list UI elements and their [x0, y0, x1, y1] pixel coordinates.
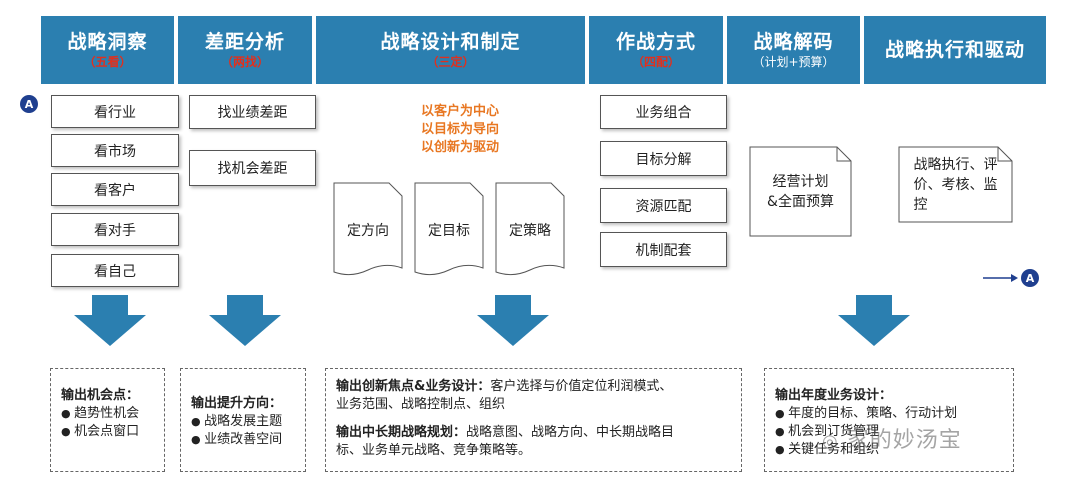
header-title: 战略执行和驱动 — [884, 39, 1025, 61]
doc-execution-evaluation: 战略执行、评价、考核、监控 — [898, 146, 1013, 238]
list-item: 战略发展主题 — [191, 413, 295, 431]
down-arrow-icon — [838, 295, 910, 346]
item-business-portfolio: 业务组合 — [600, 95, 727, 129]
marker-a-end: A — [1021, 269, 1039, 287]
doc-line: 战略执行、评 — [913, 157, 998, 173]
document-shape — [898, 146, 1013, 223]
item-look-competitor: 看对手 — [51, 213, 179, 246]
output-annual-business: 输出年度业务设计： 年度的目标、策略、行动计划 机会到订货管理 关键任务和组织 — [764, 368, 1014, 472]
item-opportunity-gap: 找机会差距 — [189, 150, 316, 186]
output-list: 战略发展主题 业绩改善空间 — [191, 413, 295, 449]
output-title: 输出机会点： — [61, 388, 140, 403]
marker-a-start: A — [20, 95, 38, 113]
list-item: 机会点窗口 — [61, 423, 154, 441]
doc-label: 经营计划&全面预算 — [767, 172, 834, 212]
item-performance-gap: 找业绩差距 — [189, 95, 316, 129]
watermark: ◎ 家的妙汤宝 — [822, 422, 962, 454]
header-subtitle: （三定） — [426, 55, 475, 69]
doc-set-strategy: 定策略 — [495, 182, 565, 280]
header-title: 差距分析 — [204, 31, 285, 53]
output-title: 输出年度业务设计： — [775, 388, 893, 403]
output-innovation-focus: 输出创新焦点&业务设计：客户选择与价值定位利润模式、 业务范围、战略控制点、组织… — [325, 368, 742, 472]
list-item: 关键任务和组织 — [775, 441, 1003, 459]
strategy-focus-text: 以客户为中心 以目标为导向 以创新为驱动 — [400, 103, 520, 157]
arrow-right-icon — [983, 274, 1018, 282]
focus-line: 以目标为导向 — [420, 122, 499, 137]
down-arrow-icon — [477, 295, 549, 346]
header-combat-mode: 作战方式 （四配） — [589, 16, 723, 84]
doc-line: &全面预算 — [767, 194, 834, 210]
header-strategy-execution: 战略执行和驱动 — [864, 16, 1046, 84]
output-text: 战略意图、战略方向、中长期战略目 — [466, 425, 675, 440]
list-item: 业绩改善空间 — [191, 431, 295, 449]
list-item: 年度的目标、策略、行动计划 — [775, 405, 1003, 423]
output-list: 趋势性机会 机会点窗口 — [61, 405, 154, 441]
focus-line: 以客户为中心 — [420, 104, 499, 119]
output-line: 输出创新焦点&业务设计：客户选择与价值定位利润模式、 — [336, 378, 731, 396]
watermark-text: 家的妙汤宝 — [846, 428, 962, 453]
doc-label: 定目标 — [428, 223, 470, 239]
doc-label: 定方向 — [347, 223, 389, 239]
output-line: 输出中长期战略规划：战略意图、战略方向、中长期战略目 — [336, 424, 731, 442]
item-look-self: 看自己 — [51, 254, 179, 287]
header-title: 战略洞察 — [67, 31, 148, 53]
output-title: 输出提升方向： — [191, 396, 283, 411]
output-list: 年度的目标、策略、行动计划 机会到订货管理 关键任务和组织 — [775, 405, 1003, 459]
item-look-customer: 看客户 — [51, 173, 179, 206]
document-shape — [495, 182, 565, 276]
item-look-market: 看市场 — [51, 134, 179, 167]
output-line: 业务范围、战略控制点、组织 — [336, 397, 506, 412]
doc-line: 经营计划 — [772, 174, 829, 190]
header-subtitle: （两找） — [220, 55, 269, 69]
wechat-icon: ◎ — [822, 431, 839, 452]
down-arrow-icon — [209, 295, 281, 346]
item-mechanism-support: 机制配套 — [600, 232, 727, 267]
doc-label: 战略执行、评价、考核、监控 — [914, 155, 998, 215]
item-look-industry: 看行业 — [51, 95, 179, 128]
down-arrow-icon — [74, 295, 146, 346]
output-line: 标、业务单元战略、竞争策略等。 — [336, 443, 532, 458]
list-item: 机会到订货管理 — [775, 423, 1003, 441]
doc-set-target: 定目标 — [414, 182, 484, 280]
header-strategy-design: 战略设计和制定 （三定） — [316, 16, 585, 84]
doc-line: 控 — [913, 197, 928, 213]
header-title: 作战方式 — [615, 31, 696, 53]
header-subtitle: （五看） — [83, 55, 132, 69]
document-shape — [749, 146, 852, 237]
header-subtitle: （四配） — [631, 55, 680, 69]
output-title: 输出中长期战略规划： — [336, 425, 467, 440]
item-target-decomposition: 目标分解 — [600, 141, 727, 176]
header-strategy-decoding: 战略解码 （计划+预算） — [727, 16, 860, 84]
output-text: 客户选择与价值定位利润模式、 — [490, 379, 673, 394]
header-strategic-insight: 战略洞察 （五看） — [41, 16, 174, 84]
item-resource-matching: 资源匹配 — [600, 188, 727, 223]
doc-business-plan: 经营计划&全面预算 — [749, 146, 852, 238]
doc-set-direction: 定方向 — [333, 182, 403, 280]
header-title: 战略解码 — [753, 31, 834, 53]
doc-label: 定策略 — [509, 223, 551, 239]
focus-line: 以创新为驱动 — [420, 140, 499, 155]
header-title: 战略设计和制定 — [380, 31, 521, 53]
list-item: 趋势性机会 — [61, 405, 154, 423]
document-shape — [414, 182, 484, 276]
header-gap-analysis: 差距分析 （两找） — [178, 16, 312, 84]
header-subtitle: （计划+预算） — [752, 55, 835, 69]
output-opportunities: 输出机会点： 趋势性机会 机会点窗口 — [50, 368, 165, 472]
doc-line: 价、考核、监 — [913, 177, 998, 193]
document-shape — [333, 182, 403, 276]
output-title: 输出创新焦点&业务设计： — [336, 379, 491, 394]
output-improvement: 输出提升方向： 战略发展主题 业绩改善空间 — [180, 368, 306, 472]
